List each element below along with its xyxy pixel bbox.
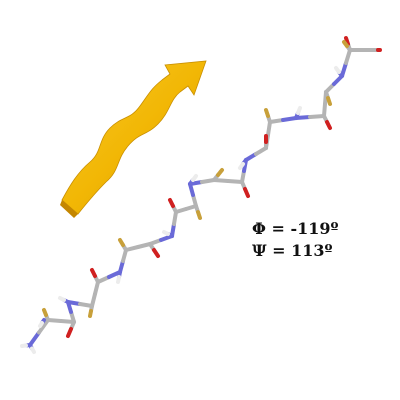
hydrogen-bond-stick [238,162,245,170]
side-chain-bond [88,309,93,318]
backbone-bond [294,115,312,120]
carbonyl-oxygen [90,268,97,278]
carbonyl-oxygen [344,36,350,46]
carbonyl-oxygen [152,248,160,258]
backbone-bond [96,275,111,284]
backbone-bond [344,48,352,65]
backbone-bond [93,280,100,296]
hydrogen-bond-stick [20,343,28,348]
side-chain-bond [216,168,224,177]
backbone-bond [66,300,82,306]
backbone-bond [322,102,327,118]
hydrogen-bond-stick [38,321,44,328]
backbone-bond [136,242,152,249]
peptide-backbone-molecule [20,36,382,354]
hydrogen-bond-stick [116,275,121,284]
hydrogen-bond-stick [191,174,198,182]
backbone-bond [266,120,272,137]
phi-angle-label: Φ = -119º [252,219,339,239]
side-chain-bond [264,108,270,118]
carbonyl-oxygen [66,327,73,338]
carbonyl-oxygen [325,120,332,130]
backbone-bond [46,318,63,323]
backbone-bond [124,245,140,252]
psi-value: = 113º [266,241,333,260]
beta-strand-ribbon-icon [60,60,207,218]
backbone-bond [172,210,178,226]
backbone-bond [281,116,298,122]
phi-value: = -119º [265,219,339,238]
hydrogen-bond-stick [334,66,341,74]
psi-angle-label: Ψ = 113º [252,241,333,261]
hydrogen-bond-stick [296,106,302,115]
hydrogen-bond-stick [162,230,170,236]
backbone-bond [226,179,244,184]
backbone-bond [78,302,94,308]
side-chain-bond [196,210,202,220]
hydrogen-bond-stick [30,346,36,354]
side-chain-bond [118,238,125,247]
backbone-bond [28,330,41,347]
side-chain-bond [342,40,349,48]
side-chain-bond [42,308,48,317]
backbone-bond [268,118,285,124]
backbone-bond [200,178,216,184]
psi-symbol: Ψ [252,241,267,260]
phi-symbol: Φ [252,219,266,238]
backbone-bond [37,318,50,335]
backbone-bond [59,319,76,324]
carbonyl-oxygen [243,187,250,198]
carbonyl-oxygen [168,198,175,208]
side-chain-bond [326,96,332,106]
backbone-bond [308,114,326,119]
hydrogen-bond-stick [58,296,66,302]
backbone-bond [90,292,97,308]
